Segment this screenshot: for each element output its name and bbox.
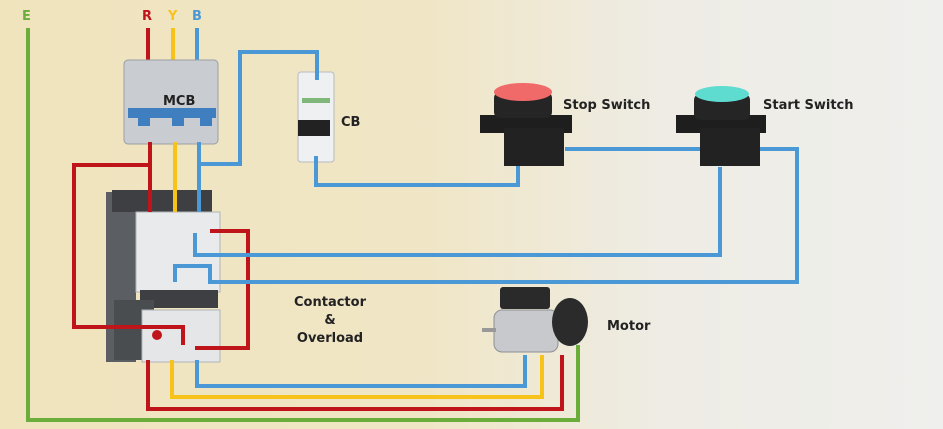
label-yellow-phase: Y [167, 9, 178, 24]
blue-cb-feed-wire [199, 50, 319, 166]
motor-label: Motor [607, 319, 651, 334]
label-earth: E [22, 9, 31, 24]
stop-switch-device [480, 83, 572, 166]
blue-motor-wire [195, 355, 527, 388]
contactor-label-line3: Overload [297, 331, 363, 346]
start-button-cap [695, 86, 749, 102]
label-blue-phase: B [192, 9, 202, 24]
red-motor-wire [146, 355, 564, 411]
start-switch-label: Start Switch [763, 98, 854, 113]
contactor-overload-device [106, 190, 221, 363]
contactor-label-line2: & [324, 313, 335, 328]
contactor-label-line1: Contactor [294, 295, 367, 310]
stop-button-cap [494, 83, 552, 101]
yellow-motor-wire [170, 355, 544, 399]
earth-wire [26, 28, 580, 422]
coil-to-start-wire [173, 147, 799, 284]
mcb-device [123, 59, 219, 145]
label-red-phase: R [142, 9, 152, 24]
motor-device [482, 287, 588, 353]
stop-switch-label: Stop Switch [563, 98, 650, 113]
red-control-wire [72, 163, 185, 345]
start-switch-device [676, 86, 766, 166]
mcb-label: MCB [163, 94, 195, 109]
cb-label: CB [341, 115, 360, 130]
overload-contact-wire [195, 229, 250, 350]
start-return-wire [193, 167, 722, 257]
cb-device [297, 71, 335, 163]
cb-to-stop-wire [314, 156, 520, 187]
